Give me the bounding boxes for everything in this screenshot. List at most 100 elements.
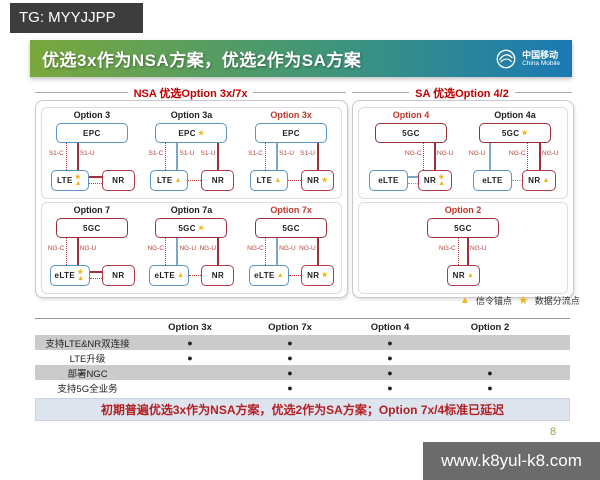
diagram-option-7a: Option 7a 5GC ★ NG-C NG-U NG-U eLTE ▲ NR	[143, 205, 239, 291]
ngc-line	[458, 238, 459, 265]
cell-dot: ●	[287, 337, 293, 348]
diagram-title: Option 7x	[270, 205, 312, 215]
xn-link-line	[408, 176, 418, 178]
xn-link-dotted	[189, 275, 202, 276]
lte-label: LTE	[256, 176, 273, 185]
nsa-row-3-series: Option 3 EPC S1-C S1-U LTE ★▲ NR Option …	[41, 107, 342, 199]
nr-box: NR ★	[301, 170, 335, 191]
nr-label: NR	[211, 176, 225, 185]
nr-box: NR ★▲	[418, 170, 452, 191]
line-label: NG-U	[542, 150, 559, 157]
sa-row-2: Option 2 5GC NG-C NG-U NR ▲	[358, 202, 568, 294]
nr-box: NR ▲	[522, 170, 556, 191]
ngu-line-nr	[539, 143, 541, 170]
header-rule-left	[352, 92, 410, 93]
s1u-line-lte	[176, 143, 179, 170]
table-header-option-4: Option 4	[370, 321, 410, 333]
table-header-option-2: Option 2	[470, 321, 510, 333]
diagram-title: Option 2	[444, 205, 482, 215]
line-label: NG-U	[199, 245, 217, 252]
nr-box: NR	[201, 265, 235, 286]
core-label: 5GC	[178, 223, 196, 233]
line-label: S1-U	[200, 150, 216, 157]
line-label: NG-U	[79, 245, 97, 252]
core-label: EPC	[83, 128, 101, 138]
ngu-line-nr	[317, 238, 320, 265]
line-label: S1-C	[248, 150, 263, 157]
line-label: NG-U	[469, 150, 486, 157]
line-label: S1-U	[279, 150, 294, 157]
anchor-split-icons: ★▲	[77, 268, 85, 282]
diagram-option-4: Option 4 5GC NG-C NG-U eLTE NR ★▲	[363, 110, 459, 196]
line-label: NG-U	[279, 245, 296, 252]
line-label: NG-C	[405, 150, 422, 157]
anchor-icon: ▲	[177, 272, 185, 279]
nr-label: NR	[112, 271, 125, 280]
s1c-line	[265, 143, 267, 170]
xn-link-dotted	[408, 183, 418, 184]
core-label: EPC	[178, 128, 196, 138]
core-label: EPC	[282, 128, 300, 138]
diagram-option-4a: Option 4a 5GC ★ NG-U NG-C NG-U eLTE NR ▲	[467, 110, 563, 196]
sa-row-4-series: Option 4 5GC NG-C NG-U eLTE NR ★▲ Option…	[358, 107, 568, 199]
line-label: S1-C	[48, 150, 64, 157]
cell-dot: ●	[187, 352, 193, 363]
lte-box: LTE ▲	[150, 170, 189, 191]
split-icon: ★	[197, 224, 205, 232]
ngu-line	[467, 238, 469, 265]
elte-box: eLTE ▲	[249, 265, 290, 286]
anchor-icon: ▲	[276, 272, 285, 279]
diagram-option-2: Option 2 5GC NG-C NG-U NR ▲	[415, 205, 511, 291]
5gc-box: 5GC	[375, 123, 447, 143]
watermark-bar: TG: MYYJJPP	[10, 3, 143, 33]
logo-text-cn: 中国移动	[522, 49, 559, 60]
lte-label: LTE	[156, 176, 173, 185]
core-label: 5GC	[454, 223, 472, 233]
china-mobile-logo: 中国移动 China Mobile	[495, 48, 560, 70]
nsa-row-7-series: Option 7 5GC NG-C NG-U eLTE ★▲ NR Option…	[41, 202, 342, 294]
row-label: 支持5G全业务	[57, 383, 118, 395]
5gc-box: 5GC	[427, 218, 499, 238]
cell-dot: ●	[387, 352, 393, 363]
xn-link-line	[89, 271, 102, 273]
china-mobile-logo-text: 中国移动 China Mobile	[522, 50, 560, 68]
anchor-legend-label: 信令锚点	[475, 295, 512, 306]
diagram-option-7: Option 7 5GC NG-C NG-U eLTE ★▲ NR	[44, 205, 140, 291]
core-label: 5GC	[83, 223, 101, 233]
diagram-option-3a: Option 3a EPC ★ S1-C S1-U S1-U LTE ▲ NR	[143, 110, 239, 196]
sa-section-header: SA 优选Option 4/2	[352, 86, 572, 100]
line-label: NG-U	[179, 245, 197, 252]
cell-dot: ●	[387, 382, 393, 393]
page-number: 8	[550, 426, 557, 438]
line-label: NG-U	[299, 245, 316, 252]
elte-label: eLTE	[254, 271, 275, 280]
cell-dot: ●	[187, 337, 193, 348]
split-star-icon: ★	[517, 293, 529, 307]
sa-panel: Option 4 5GC NG-C NG-U eLTE NR ★▲ Option…	[352, 100, 574, 298]
5gc-box: 5GC ★	[155, 218, 228, 238]
watermark-text: TG: MYYJJPP	[19, 9, 116, 26]
ngu-line-elte	[489, 143, 491, 170]
anchor-split-icons: ★▲	[74, 173, 83, 187]
ngc-line	[65, 238, 67, 265]
ngu-line-elte	[276, 238, 279, 265]
header-rule-left	[35, 92, 128, 93]
legend: ▲ 信令锚点 ★ 数据分流点	[460, 293, 580, 307]
lte-label: LTE	[56, 176, 73, 185]
nr-box: NR	[201, 170, 235, 191]
elte-label: eLTE	[482, 176, 503, 185]
elte-box: eLTE	[473, 170, 512, 191]
ngu-line	[76, 238, 79, 265]
line-label: NG-C	[47, 245, 65, 252]
s1u-line-lte	[276, 143, 279, 170]
summary-text: 初期普遍优选3x作为NSA方案，优选2作为SA方案；Option 7x/4标准已…	[100, 403, 505, 417]
row-label: 部署NGC	[67, 368, 108, 380]
diagram-title: Option 3a	[170, 110, 213, 120]
table-row: LTE升级 ● ● ●	[35, 350, 570, 365]
row-label: LTE升级	[69, 353, 106, 365]
cell-dot: ●	[287, 382, 293, 393]
nsa-panel: Option 3 EPC S1-C S1-U LTE ★▲ NR Option …	[35, 100, 348, 298]
table-row: 支持LTE&NR双连接 ● ● ●	[35, 335, 570, 350]
x2-link-dotted	[188, 180, 202, 181]
diagram-title: Option 7a	[170, 205, 213, 215]
